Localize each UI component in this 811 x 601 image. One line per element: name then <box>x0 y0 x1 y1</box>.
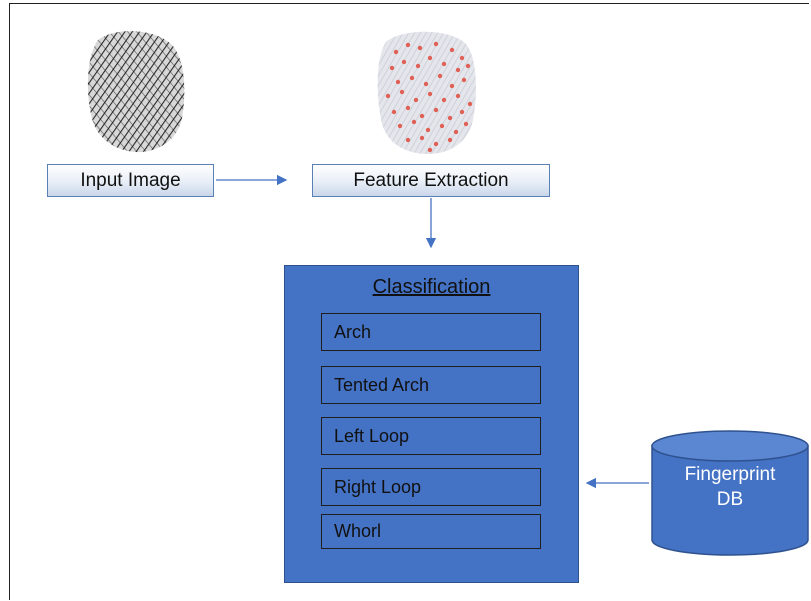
minutia-dot <box>433 141 439 147</box>
minutia-dot <box>433 107 439 113</box>
class-item-arch: Arch <box>321 313 541 351</box>
class-item-whorl: Whorl <box>321 514 541 549</box>
input-image-label: Input Image <box>80 169 181 191</box>
minutia-dot <box>393 49 399 55</box>
minutia-dot <box>395 79 401 85</box>
minutia-dot <box>447 137 453 143</box>
minutia-dot <box>449 83 455 89</box>
minutia-dot <box>409 75 415 81</box>
minutia-dot <box>427 55 433 61</box>
class-item-label: Left Loop <box>334 425 410 446</box>
minutia-dot <box>405 42 411 48</box>
minutia-dot <box>389 65 395 71</box>
minutiae-points <box>385 41 473 153</box>
class-item-tented-arch: Tented Arch <box>321 366 541 404</box>
class-item-right-loop: Right Loop <box>321 468 541 506</box>
minutia-dot <box>437 73 443 79</box>
class-item-label: Arch <box>334 321 372 342</box>
class-item-label: Right Loop <box>334 476 422 497</box>
class-item-label: Whorl <box>334 521 382 541</box>
classification-panel: Classification Arch Tented Arch Left Loo… <box>284 265 579 583</box>
database-label: Fingerprint DB <box>652 462 808 512</box>
minutia-dot <box>467 101 473 107</box>
minutia-dot <box>427 147 433 153</box>
minutia-dot <box>455 67 461 73</box>
class-item-left-loop: Left Loop <box>321 417 541 455</box>
minutia-dot <box>405 137 411 143</box>
minutia-dot <box>419 135 425 141</box>
minutia-dot <box>427 91 433 97</box>
minutia-dot <box>425 127 431 133</box>
minutia-dot <box>441 97 447 103</box>
minutia-dot <box>405 105 411 111</box>
minutia-dot <box>397 123 403 129</box>
minutia-dot <box>417 45 423 51</box>
database-label-line2: DB <box>716 489 744 510</box>
input-image-box: Input Image <box>47 164 214 197</box>
classification-title: Classification <box>372 276 491 298</box>
minutia-dot <box>433 41 439 47</box>
minutia-dot <box>401 59 407 65</box>
minutia-dot <box>385 93 391 99</box>
minutia-dot <box>463 121 469 127</box>
minutia-dot <box>465 63 471 69</box>
minutia-dot <box>449 47 455 53</box>
minutiae-image <box>377 31 476 155</box>
minutia-dot <box>419 113 425 119</box>
minutia-dot <box>411 119 417 125</box>
minutia-dot <box>453 129 459 135</box>
fingerprint-image <box>87 31 185 153</box>
database-label-line1: Fingerprint <box>684 464 776 485</box>
feature-extraction-box: Feature Extraction <box>312 164 550 197</box>
minutia-dot <box>415 63 421 69</box>
minutia-dot <box>455 93 461 99</box>
minutia-dot <box>447 115 453 121</box>
database-cylinder <box>651 430 809 556</box>
minutia-dot <box>413 97 419 103</box>
minutia-dot <box>423 81 429 87</box>
feature-extraction-label: Feature Extraction <box>353 169 509 191</box>
minutia-dot <box>459 55 465 61</box>
minutia-dot <box>459 109 465 115</box>
minutia-dot <box>441 61 447 67</box>
class-item-label: Tented Arch <box>334 374 430 395</box>
minutia-dot <box>439 123 445 129</box>
minutia-dot <box>399 89 405 95</box>
diagram-frame <box>9 3 809 600</box>
minutia-dot <box>461 77 467 83</box>
minutia-dot <box>391 109 397 115</box>
